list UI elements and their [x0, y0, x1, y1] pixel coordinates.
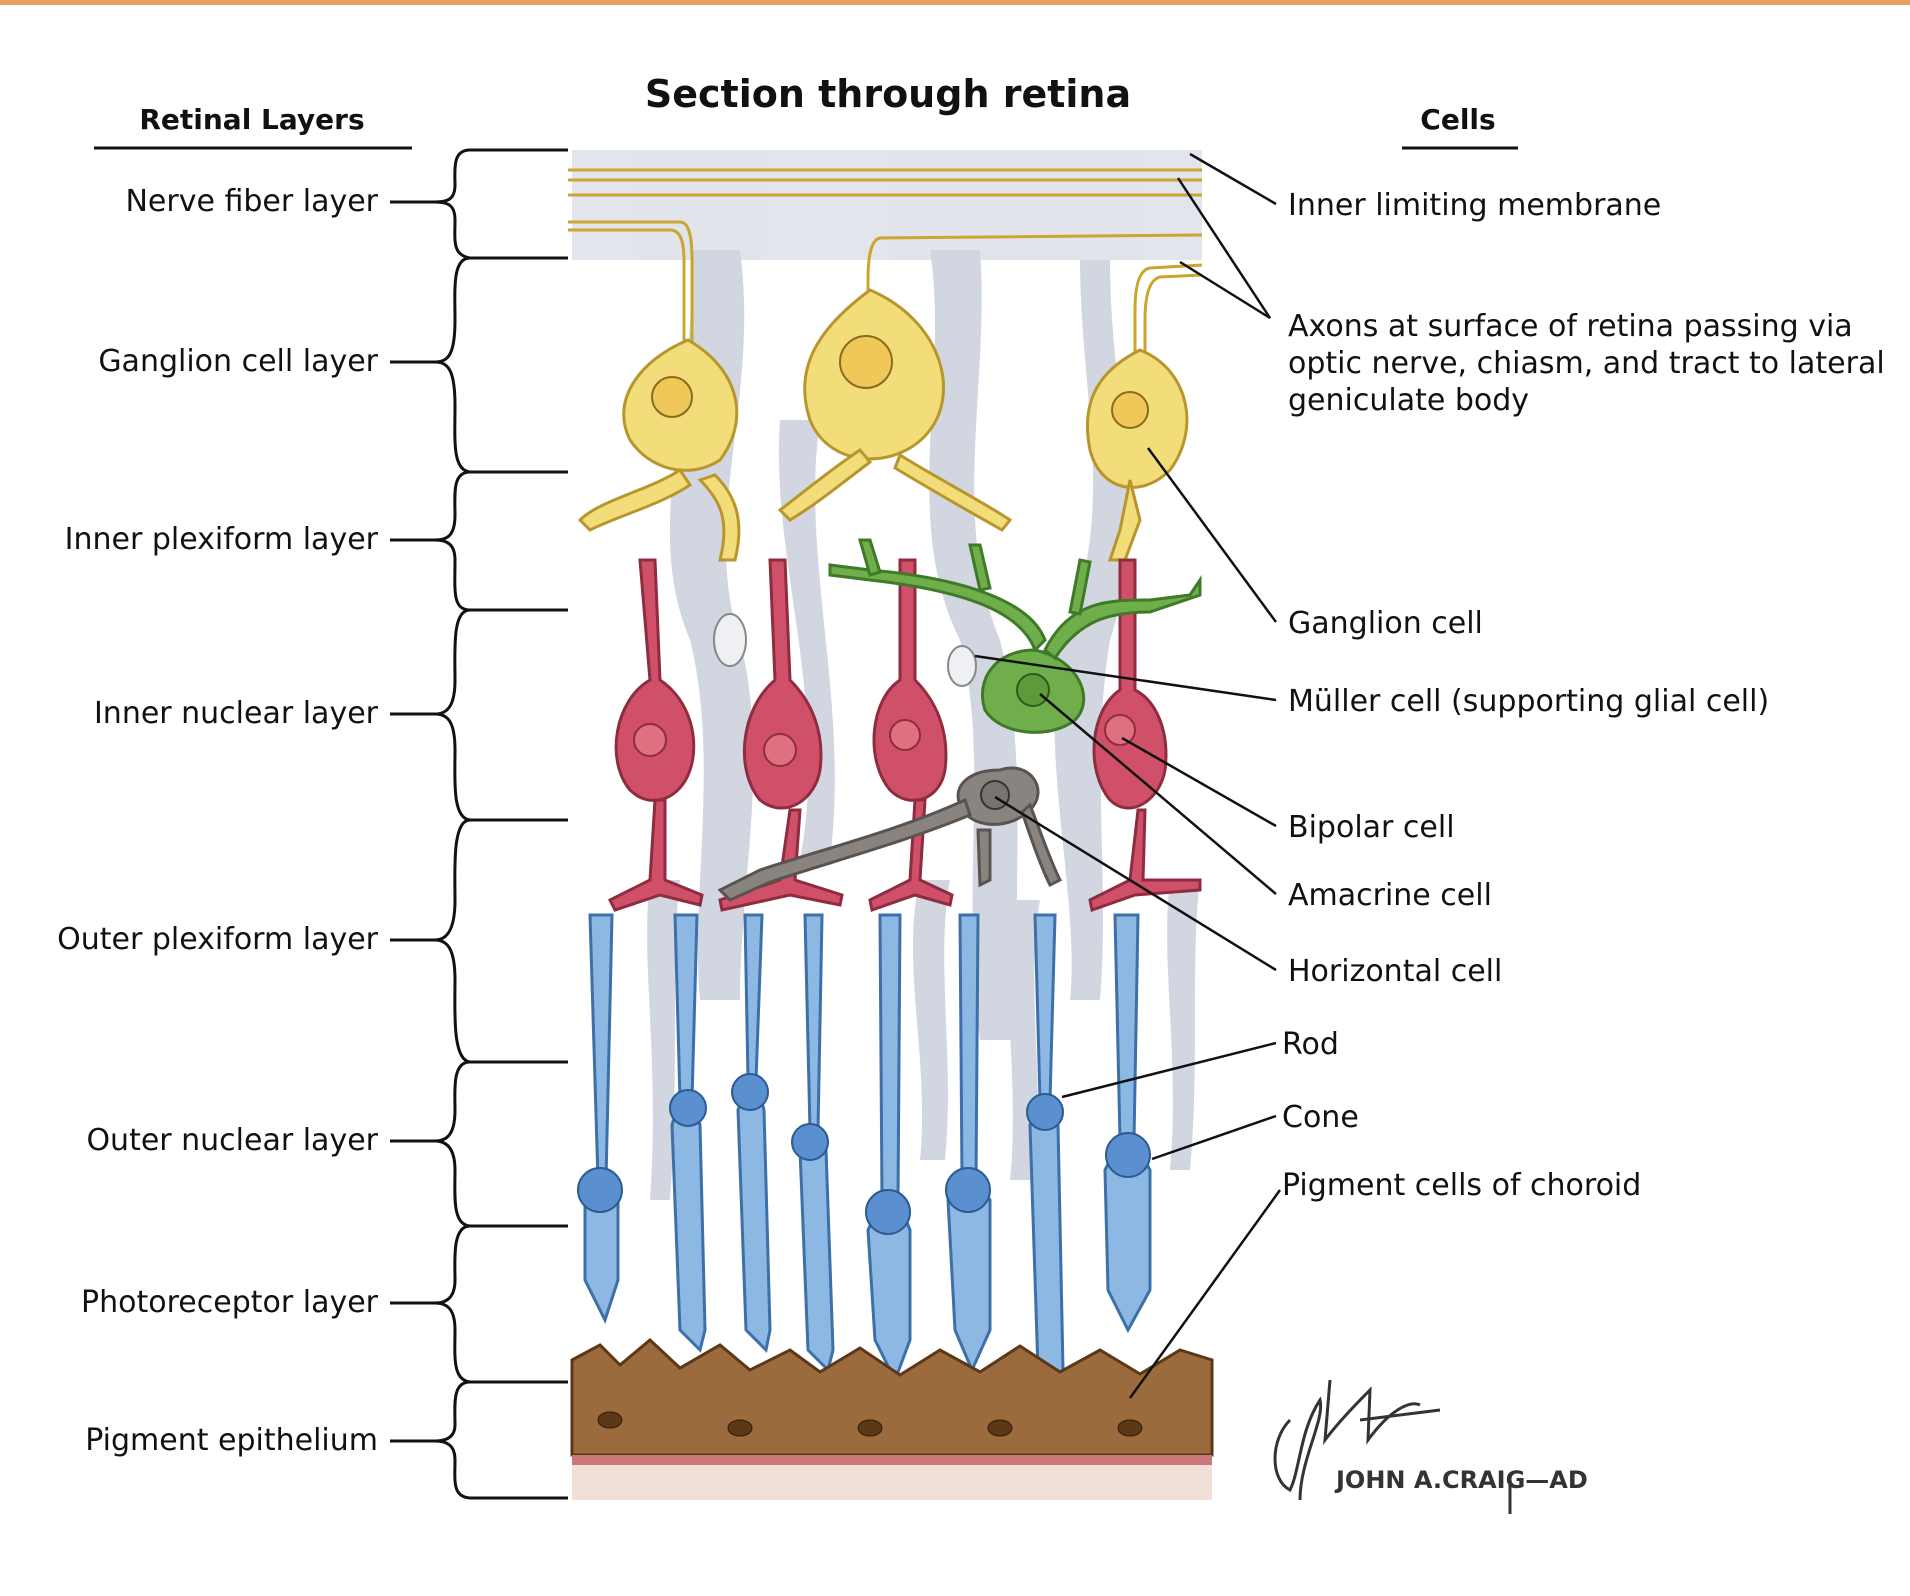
cell-label-inner-limiting-membrane: Inner limiting membrane [1288, 188, 1661, 223]
cells-header: Cells [1420, 103, 1495, 136]
cell-label-ganglion: Ganglion cell [1288, 606, 1483, 641]
pigment-epithelium [570, 1338, 1214, 1500]
cell-label-axons-line3: geniculate body [1288, 383, 1529, 418]
nerve-fiber-axons [568, 168, 1203, 370]
horizontal-nucleus [980, 780, 1010, 810]
cell-label-muller: Müller cell (supporting glial cell) [1288, 684, 1769, 719]
cell-label-axons-line2: optic nerve, chiasm, and tract to latera… [1288, 346, 1885, 381]
coauthor-signature: JOHN A.CRAIG—AD [1334, 1466, 1588, 1494]
layer-label-photoreceptor: Photoreceptor layer [81, 1285, 379, 1320]
bipolar-nuclei [633, 714, 1136, 767]
cell-labels: Inner limiting membrane Axons at surface… [1282, 188, 1885, 1203]
cell-label-amacrine: Amacrine cell [1288, 878, 1492, 913]
top-frame-line [0, 0, 1910, 5]
ganglion-nuclei [651, 335, 1149, 429]
diagram-title: Section through retina [645, 72, 1131, 116]
cell-label-cone: Cone [1282, 1100, 1359, 1135]
cell-label-horizontal: Horizontal cell [1288, 954, 1502, 989]
retinal-layers-header: Retinal Layers [139, 103, 364, 136]
layer-label-inner-plexiform: Inner plexiform layer [65, 522, 379, 557]
layer-label-outer-nuclear: Outer nuclear layer [86, 1123, 378, 1158]
cell-leader-lines [974, 152, 1282, 1399]
layer-label-inner-nuclear: Inner nuclear layer [94, 696, 379, 731]
layer-brackets [434, 148, 568, 1500]
cell-label-rod: Rod [1282, 1027, 1339, 1062]
muller-nucleus [947, 645, 977, 687]
cell-label-bipolar: Bipolar cell [1288, 810, 1455, 845]
cell-label-pigment-cells: Pigment cells of choroid [1282, 1168, 1641, 1203]
artist-signature [1273, 1379, 1441, 1501]
layer-label-outer-plexiform: Outer plexiform layer [57, 922, 379, 957]
layer-leader-lines [390, 200, 435, 1443]
retina-section-illustration [568, 150, 1214, 1500]
amacrine-nucleus [1016, 673, 1050, 707]
photoreceptor-nuclei [577, 1073, 1151, 1235]
layer-labels: Nerve fiber layer Ganglion cell layer In… [57, 184, 379, 1458]
layer-label-ganglion-cell: Ganglion cell layer [98, 344, 378, 379]
muller-nucleus [713, 613, 747, 667]
layer-label-nerve-fiber: Nerve fiber layer [125, 184, 378, 219]
photoreceptors [583, 913, 1152, 1393]
layer-label-pigment-epithelium: Pigment epithelium [85, 1423, 378, 1458]
cell-label-axons-line1: Axons at surface of retina passing via [1288, 309, 1853, 344]
